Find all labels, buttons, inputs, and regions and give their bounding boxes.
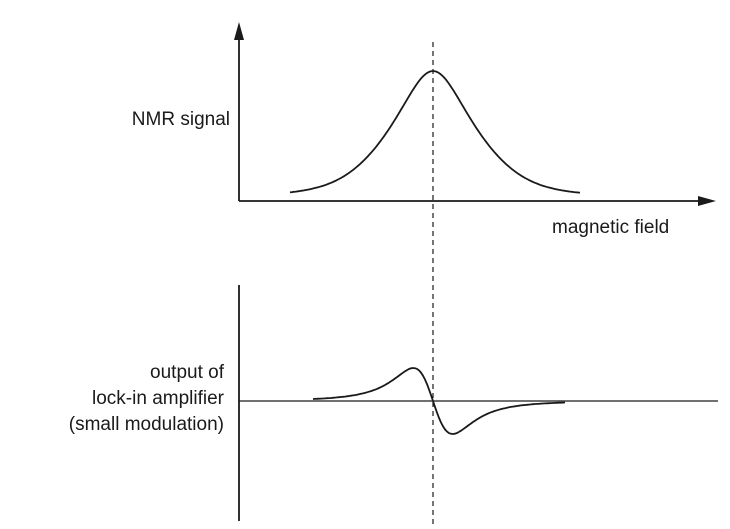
lockin-label-line-2: lock-in amplifier: [92, 388, 224, 409]
lockin-output-label: output of lock-in amplifier (small modul…: [69, 360, 224, 438]
derivative-curve: [312, 367, 566, 435]
lockin-label-line-1: output of: [150, 362, 224, 383]
top-x-axis-arrowhead: [698, 196, 716, 206]
absorption-curve: [289, 70, 581, 194]
lockin-label-line-3: (small modulation): [68, 414, 224, 435]
top-y-axis-arrowhead: [234, 22, 244, 40]
magnetic-field-label: magnetic field: [552, 217, 670, 238]
nmr-signal-label: NMR signal: [131, 109, 230, 130]
